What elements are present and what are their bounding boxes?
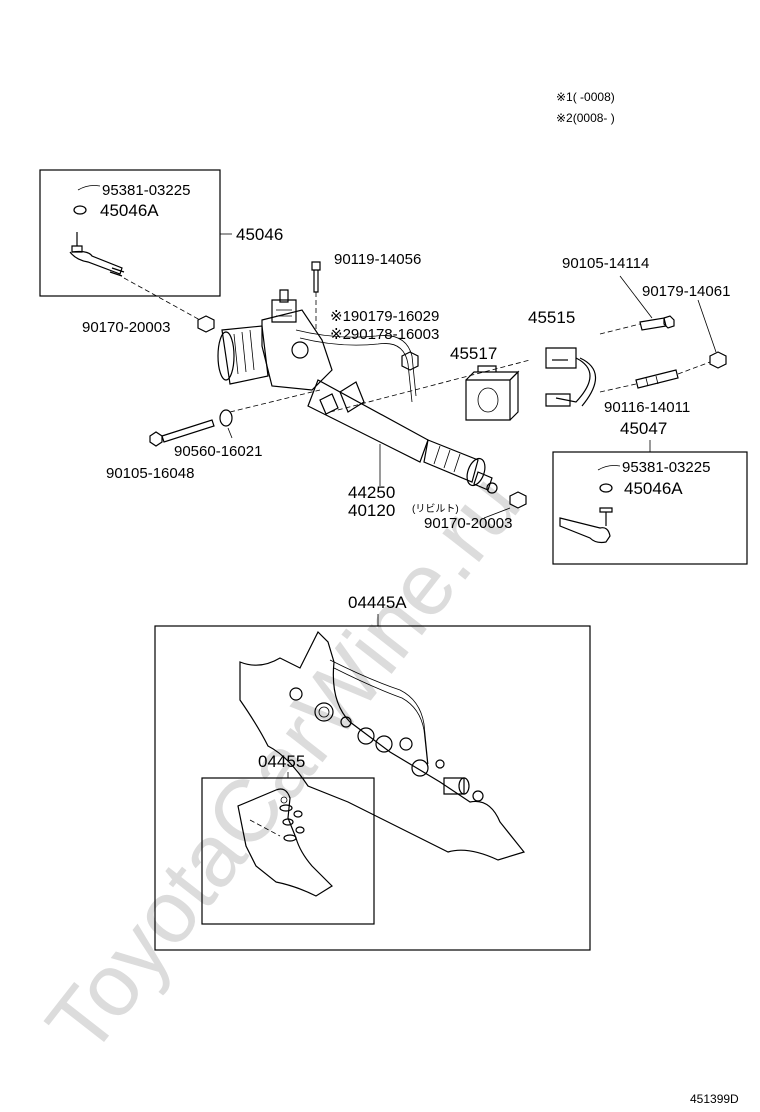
label-90178-16003: ※290178-16003 <box>330 326 439 343</box>
washer-90560 <box>219 409 233 427</box>
label-40120: 40120 <box>348 501 395 520</box>
stud-90116 <box>635 369 679 389</box>
label-90105-16048: 90105-16048 <box>106 465 194 482</box>
label-45046: 45046 <box>236 225 283 244</box>
label-45047: 45047 <box>620 419 667 438</box>
label-95381-03225-bottom: 95381-03225 <box>622 459 710 476</box>
label-rebuilt: (リビルト) <box>412 503 459 515</box>
tie-rod-end-box-left: 95381-03225 45046A 45046 <box>39 169 283 297</box>
gasket-kit-box <box>154 625 591 951</box>
bushing-45517 <box>465 365 520 421</box>
steering-rack-assembly <box>217 289 498 494</box>
label-90116-14011: 90116-14011 <box>604 399 690 416</box>
label-90179-16029: ※190179-16029 <box>330 308 439 325</box>
nut-90179-14061 <box>709 351 727 369</box>
label-45046a-top: 45046A <box>100 201 159 220</box>
seal-kit-box <box>201 777 375 925</box>
tie-rod-end-box-right: 95381-03225 45046A <box>552 451 748 565</box>
note-1: ※1( -0008) <box>556 90 615 104</box>
label-45515: 45515 <box>528 308 575 327</box>
note-2: ※2(0008- ) <box>556 111 615 125</box>
bolt-90119 <box>311 261 321 293</box>
label-04455: 04455 <box>258 752 305 771</box>
nut-right <box>509 491 527 509</box>
label-90170-20003-right: 90170-20003 <box>424 515 512 532</box>
nut-left <box>197 315 215 333</box>
label-90170-20003-left: 90170-20003 <box>82 319 170 336</box>
label-90560-16021: 90560-16021 <box>174 443 262 460</box>
label-95381-03225-top: 95381-03225 <box>102 182 190 199</box>
label-90105-14114: 90105-14114 <box>562 255 649 272</box>
label-45517: 45517 <box>450 344 497 363</box>
label-04445a: 04445A <box>348 593 407 612</box>
bracket-45515 <box>545 347 597 407</box>
label-45046a-bottom: 45046A <box>624 479 683 498</box>
label-90119-14056: 90119-14056 <box>334 251 421 268</box>
bolt-90105-14114 <box>639 315 675 331</box>
label-90179-14061: 90179-14061 <box>642 283 730 300</box>
nut-90178 <box>401 351 419 371</box>
label-44250: 44250 <box>348 483 395 502</box>
diagram-id: 451399D <box>690 1092 739 1106</box>
bolt-90105-16048 <box>149 419 215 447</box>
